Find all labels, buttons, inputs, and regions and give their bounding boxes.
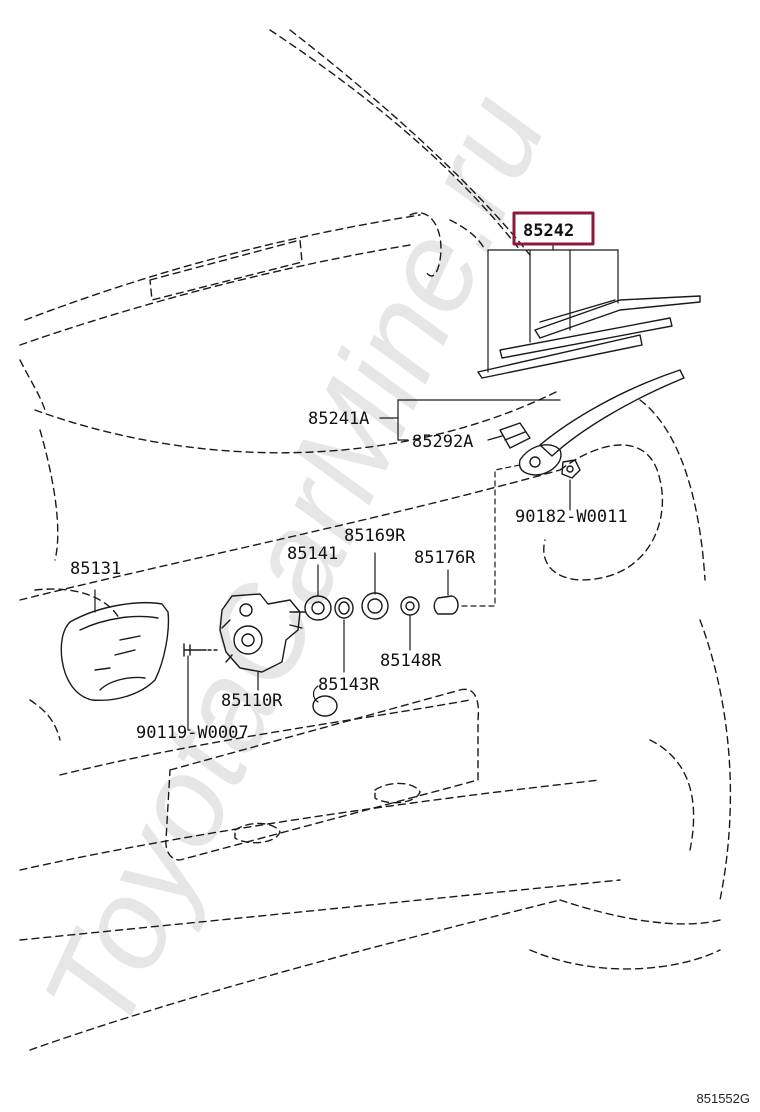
- leader-85143R-curve: [312, 685, 319, 703]
- motor-cover-85131: [60, 589, 170, 702]
- label-85292A[interactable]: 85292A: [412, 432, 473, 452]
- label-85143R[interactable]: 85143R: [318, 675, 380, 695]
- highlight-box-85242: [512, 211, 595, 246]
- wiper-motor-85110R: [183, 593, 306, 731]
- label-85242[interactable]: 85242: [523, 221, 574, 241]
- grommet-85169R: [361, 552, 389, 620]
- label-85169R[interactable]: 85169R: [344, 526, 406, 546]
- car-body-outline: [19, 29, 732, 1051]
- label-85241A[interactable]: 85241A: [308, 409, 369, 429]
- label-85141[interactable]: 85141: [287, 544, 338, 564]
- label-90119-W0007[interactable]: 90119-W0007: [136, 723, 249, 743]
- diagram-code: 851552G: [696, 1091, 751, 1106]
- grommet-85141: [304, 564, 332, 621]
- assembly-line: [461, 464, 521, 607]
- leader-lines: [379, 399, 561, 441]
- body-grommet: [312, 695, 338, 717]
- label-85148R[interactable]: 85148R: [380, 651, 442, 671]
- bushing-85148R: [400, 596, 420, 651]
- label-85131[interactable]: 85131: [70, 559, 121, 579]
- wiper-arm-85241A: [499, 369, 685, 476]
- wiper-blade-85242: [477, 243, 701, 379]
- cap-85176R: [433, 569, 459, 615]
- nut-90182-W0011: [561, 459, 581, 511]
- label-85176R[interactable]: 85176R: [414, 548, 476, 568]
- label-90182-W0011[interactable]: 90182-W0011: [515, 507, 628, 527]
- label-85110R[interactable]: 85110R: [221, 691, 283, 711]
- washer-85143R: [334, 597, 354, 673]
